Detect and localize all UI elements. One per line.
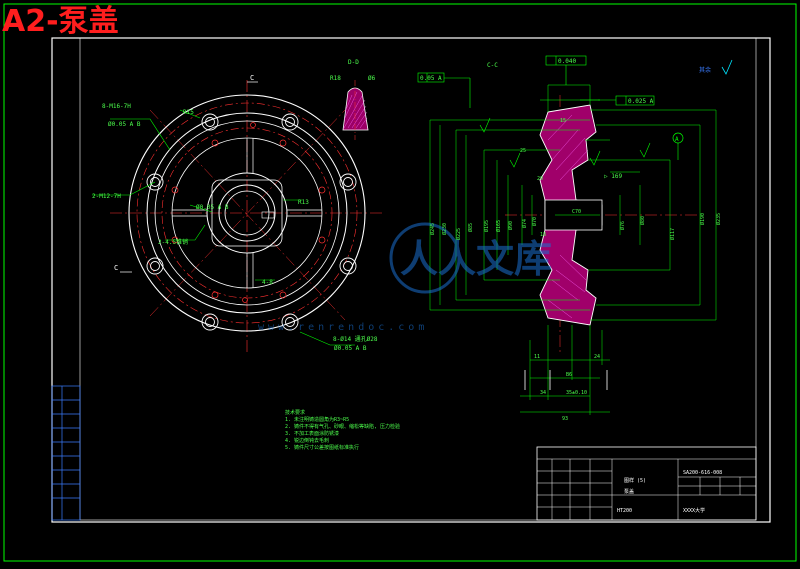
dim-35: 35±0.10 [566,390,587,396]
notes-heading: 技术要求 [285,410,306,416]
callout-4-8: 4-8 [262,279,273,286]
note-item-5: 5. 铸件尺寸公差按图纸标准执行 [285,445,360,451]
material: HT200 [617,508,632,514]
section-title: C-C [487,62,498,69]
dim-93: 93 [562,416,568,422]
part-name: 泵盖 [624,488,634,495]
section-marks: C C [114,74,254,272]
dim-90: Ø90 [507,221,514,230]
note-item-3: 3. 不加工表面涂防锈漆 [285,431,340,437]
callout-m16: 8-M16-7H [102,103,131,110]
section-mark-c-top: C [250,74,254,82]
dim-117: Ø117 [669,228,676,240]
dim-74: Ø74 [521,219,528,228]
dim-24: 24 [594,354,600,360]
note-item-2: 2. 铸件不得有气孔、砂眼、缩松等缺陷, 压力检验 [285,424,401,430]
drawing-title: A2-泵盖 [2,4,119,39]
section-labels: C-C 0.05 A 0.040 0.025 A A ▷ 169 其余 [420,58,711,180]
dim-15: 15 [560,118,566,124]
front-view [92,80,385,355]
dim-225: Ø225 [455,228,462,240]
scale-label: 图样 (5) [624,477,646,484]
dim-230: Ø230 [441,223,448,235]
dim-20: 20 [537,176,543,182]
left-margin-table [51,385,81,521]
detail-labels: D-D R18 Ø6 [330,59,376,82]
callout-holes: 8-Ø14 通孔Ø28 [333,335,378,343]
radius-note: ▷ 169 [604,173,622,180]
tol-frame-1: Ø0.05 A B [108,121,141,128]
radius-r13: R13 [298,199,309,206]
dim-25: 25 [520,148,526,154]
dim-85: Ø85 [467,223,474,232]
section-mark-c-bottom: C [114,264,118,272]
corner-mark-label: 其余 [699,66,711,74]
dim-c70: C70 [572,209,581,215]
dim-34: 34 [540,390,546,396]
callout-pin: 2-4.5锥销 [158,238,188,246]
tol-frame-3: Ø0.05 A B [334,345,367,352]
front-view-labels: 8-M16-7H 2-M12-7H 2-4.5锥销 8-Ø14 通孔Ø28 4-… [92,103,378,352]
dim-235: Ø235 [715,213,722,225]
tol-frame-2: Ø0.05 A B [196,204,229,211]
drawing-number: SA200-616-008 [683,470,722,476]
section-view [417,55,733,415]
dim-80: Ø80 [639,216,646,225]
top-tolerance: 0.040 [558,58,576,65]
detail-title: D-D [348,59,359,66]
section-left-dims: Ø245 Ø230 Ø225 Ø195 Ø165 Ø90 Ø74 Ø70 Ø85 [429,217,538,240]
school-name: XXXX大学 [683,507,705,514]
dim-b6: B6 [566,372,572,378]
section-center-dims: C70 18 20 25 [520,148,581,238]
drawing-frame [79,37,757,521]
section-bottom-dims: 11 B6 35±0.10 34 93 15 24 [534,118,600,422]
detail-dim: Ø6 [368,75,376,82]
dim-195: Ø195 [483,220,490,232]
datum-a: A [675,136,679,143]
note-item-4: 4. 锐边倒钝去毛刺 [285,438,330,444]
perp-frame: 0.025 A [628,98,654,105]
dim-245: Ø245 [429,223,436,235]
flatness-frame: 0.05 A [420,75,442,82]
dim-70: Ø70 [531,217,538,226]
radius-r15: R15 [183,109,194,116]
outer-border [3,3,797,562]
watermark-brand: 人人文库 [400,237,552,281]
watermark-url: www.renrendoc.com [258,322,428,333]
watermark: 人人文库 www.renrendoc.com [258,222,552,333]
dim-18: 18 [540,232,546,238]
detail-radius: R18 [330,75,341,82]
callout-m12: 2-M12-7H [92,193,121,200]
dim-165: Ø165 [495,220,502,232]
dim-76: Ø76 [619,221,626,230]
technical-notes: 技术要求 1. 未注明铸造圆角为R3~R5 2. 铸件不得有气孔、砂眼、缩松等缺… [285,410,400,452]
section-right-dims: Ø190 Ø235 Ø117 Ø80 Ø76 [619,213,722,240]
dim-190: Ø190 [699,213,706,225]
title-block: 图样 (5) 泵盖 SA200-616-008 XXXX大学 HT200 [536,446,757,521]
dim-11: 11 [534,354,540,360]
note-item-1: 1. 未注明铸造圆角为R3~R5 [285,417,350,423]
detail-view [342,80,369,140]
